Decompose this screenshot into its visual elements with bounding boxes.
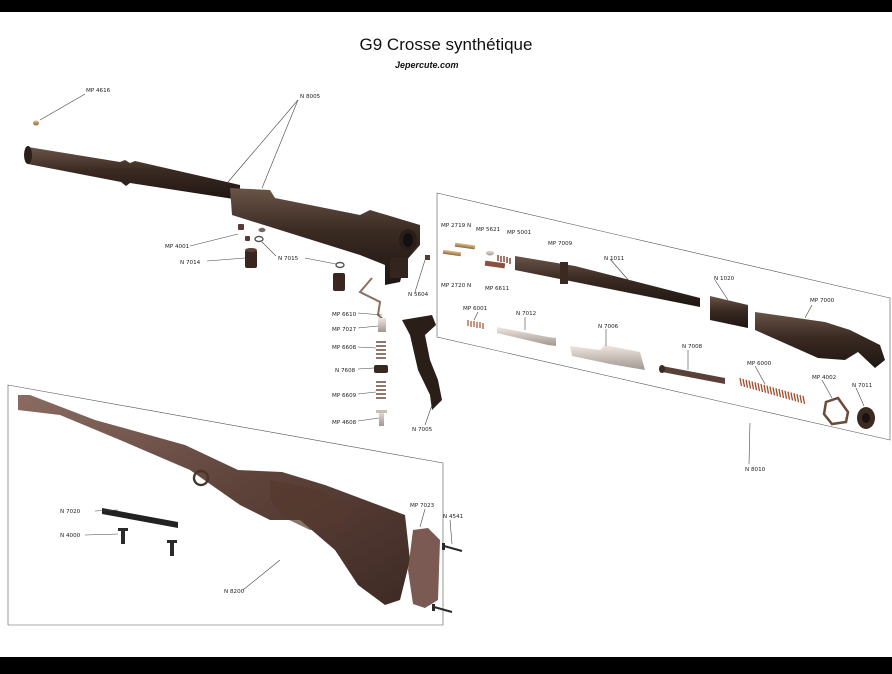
screw-4000	[121, 528, 125, 544]
part-4001	[238, 224, 244, 230]
label-n5604: N 5604	[408, 292, 429, 298]
label-n8005: N 8005	[300, 94, 321, 100]
barrel	[24, 146, 420, 285]
part-1020	[710, 296, 748, 328]
spring-6609	[376, 381, 386, 399]
buttpad-7023	[408, 528, 440, 608]
label-n7014: N 7014	[180, 260, 201, 266]
part-7014	[245, 250, 257, 268]
label-mp5001: MP 5001	[507, 230, 532, 236]
part-6610	[358, 277, 385, 321]
label-n7005: N 7005	[412, 427, 433, 433]
label-mp4001: MP 4001	[165, 244, 190, 250]
part-4002	[822, 396, 850, 426]
label-mp6000: MP 6000	[747, 361, 772, 367]
part-6611	[484, 260, 506, 269]
paper-background	[0, 12, 892, 657]
label-n7015: N 7015	[278, 256, 299, 262]
label-n4541: N 4541	[443, 514, 464, 520]
part-7012	[497, 327, 556, 346]
part-7027	[378, 318, 386, 332]
label-mp6608: MP 6608	[332, 345, 357, 351]
label-mp2720: MP 2720 N	[441, 283, 471, 289]
label-mp4616: MP 4616	[86, 88, 111, 94]
diagram-title: G9 Crosse synthétique	[359, 35, 533, 54]
part-4616	[33, 120, 39, 126]
label-mp6610: MP 6610	[332, 312, 357, 318]
label-mp7027: MP 7027	[332, 327, 357, 333]
label-n1020: N 1020	[714, 276, 735, 282]
label-n7008: N 7008	[682, 344, 703, 350]
spring-6608	[376, 341, 386, 359]
part-5604	[425, 255, 430, 260]
leader-lines	[39, 93, 865, 591]
screw-4541	[443, 545, 463, 552]
part-7015	[335, 261, 345, 269]
part-7608	[374, 365, 388, 373]
label-n8200: N 8200	[224, 589, 245, 595]
part-2719	[454, 242, 476, 250]
site-name: Jepercute.com	[395, 60, 459, 70]
part-5621	[486, 250, 494, 256]
label-mp6611: MP 6611	[485, 286, 510, 292]
part-7000	[755, 312, 885, 368]
label-mp7023: MP 7023	[410, 503, 435, 509]
receiver-group-box	[436, 192, 891, 441]
stock-group-box	[7, 384, 444, 626]
label-mp2719: MP 2719 N	[441, 223, 471, 229]
label-n7020: N 7020	[60, 509, 81, 515]
label-mp4002: MP 4002	[812, 375, 836, 381]
part-4608	[379, 410, 384, 426]
part-labels: MP 4616 N 8005 MP 4001 N 7014 N 7015 N 5…	[60, 88, 873, 595]
part-7008	[662, 366, 725, 384]
label-mp4608: MP 4608	[332, 420, 357, 426]
label-mp6001: MP 6001	[463, 306, 488, 312]
label-mp7009: MP 7009	[548, 241, 573, 247]
part-2720	[442, 249, 462, 257]
spring-5001	[497, 255, 511, 264]
stock-8200	[18, 395, 410, 605]
label-n7608: N 7608	[335, 368, 356, 374]
spring-6000	[739, 377, 806, 404]
part-7006	[570, 345, 645, 370]
label-mp5621: MP 5621	[476, 227, 501, 233]
label-n8010: N 8010	[745, 467, 766, 473]
label-mp7000: MP 7000	[810, 298, 835, 304]
plate-7020	[102, 508, 178, 528]
label-n7012: N 7012	[516, 311, 536, 317]
label-n7006: N 7006	[598, 324, 619, 330]
trigger-7005	[402, 315, 442, 410]
label-n4000: N 4000	[60, 533, 81, 539]
label-n1011: N 1011	[604, 256, 625, 262]
label-n7011: N 7011	[852, 383, 873, 389]
spring-6001	[467, 320, 484, 329]
label-mp6609: MP 6609	[332, 393, 357, 399]
